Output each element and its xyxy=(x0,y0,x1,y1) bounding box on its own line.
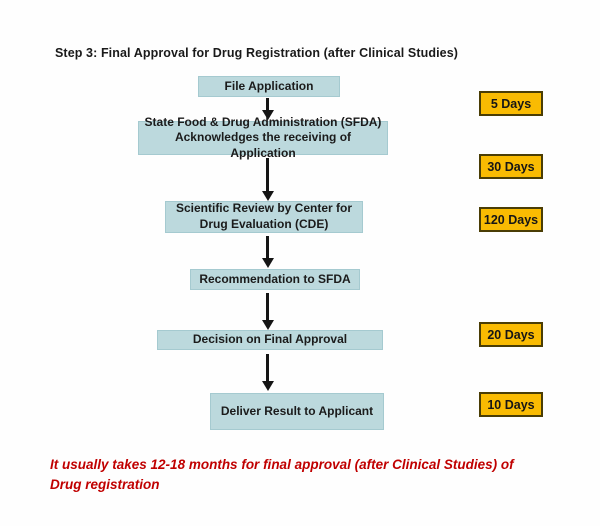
duration-badge-30-days: 30 Days xyxy=(479,154,543,179)
duration-badge-120-days: 120 Days xyxy=(479,207,543,232)
footnote: It usually takes 12-18 months for final … xyxy=(50,455,570,496)
arrow-down-icon xyxy=(266,354,269,382)
footnote-line1: It usually takes 12-18 months for final … xyxy=(50,457,514,472)
duration-badge-10-days: 10 Days xyxy=(479,392,543,417)
arrow-down-icon xyxy=(266,236,269,259)
arrow-down-icon xyxy=(266,158,269,192)
flow-step-final-decision: Decision on Final Approval xyxy=(157,330,383,350)
flow-step-file-application: File Application xyxy=(198,76,340,97)
duration-badge-5-days: 5 Days xyxy=(479,91,543,116)
duration-badge-20-days: 20 Days xyxy=(479,322,543,347)
arrow-down-icon xyxy=(266,98,269,111)
flow-step-scientific-review: Scientific Review by Center for Drug Eva… xyxy=(165,201,363,233)
flow-step-deliver-result: Deliver Result to Applicant xyxy=(210,393,384,430)
footnote-line2: Drug registration xyxy=(50,477,160,493)
flow-step-recommendation: Recommendation to SFDA xyxy=(190,269,360,290)
page-title: Step 3: Final Approval for Drug Registra… xyxy=(55,46,459,60)
arrow-down-icon xyxy=(266,293,269,321)
flow-step-sfda-acknowledge: State Food & Drug Administration (SFDA) … xyxy=(138,115,388,160)
